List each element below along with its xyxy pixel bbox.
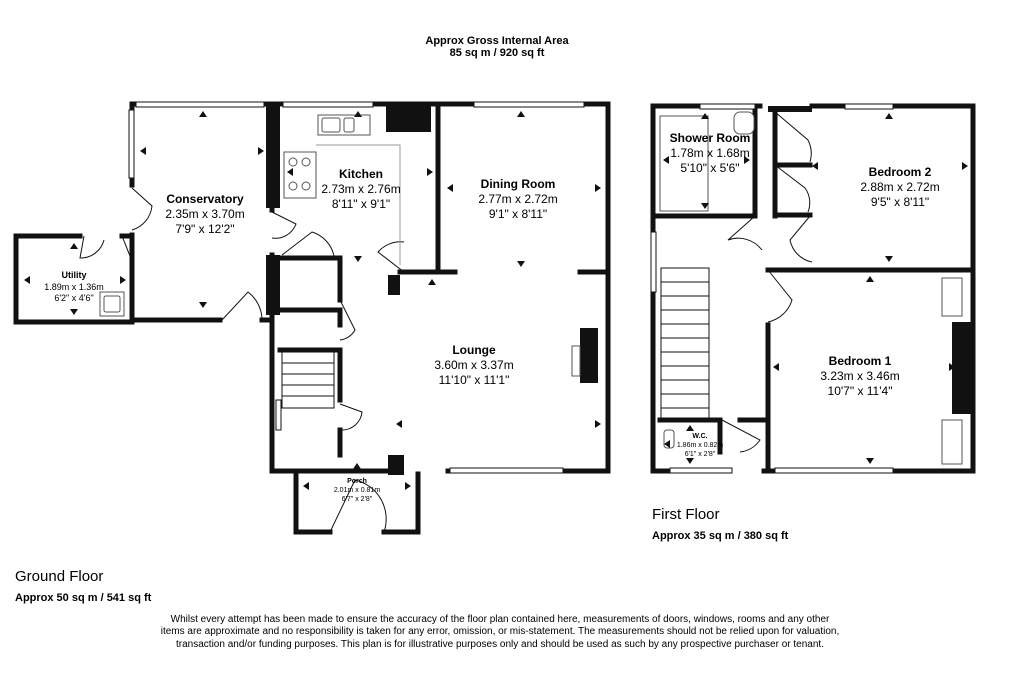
ground-doors <box>79 187 405 533</box>
utility-metric: 1.89m x 1.36m <box>44 282 104 292</box>
room-wc: W.C. 1.86m x 0.82m 6'1" x 2'8" <box>677 433 723 458</box>
ground-fixtures <box>99 114 581 377</box>
porch-metric: 2.01m x 0.81m <box>334 487 380 494</box>
bedroom-2-name: Bedroom 2 <box>869 165 932 179</box>
lounge-metric: 3.60m x 3.37m <box>434 358 513 372</box>
ground-dimension-arrows <box>24 111 601 490</box>
shower-room-metric: 1.78m x 1.68m <box>670 146 749 160</box>
room-bedroom-1: Bedroom 1 3.23m x 3.46m 10'7" x 11'4" <box>820 354 899 398</box>
room-lounge: Lounge 3.60m x 3.37m 11'10" x 11'1" <box>434 343 513 387</box>
wc-imperial: 6'1" x 2'8" <box>685 451 716 458</box>
room-bedroom-2: Bedroom 2 2.88m x 2.72m 9'5" x 8'11" <box>860 165 939 209</box>
kitchen-metric: 2.73m x 2.76m <box>321 182 400 196</box>
bedroom-2-metric: 2.88m x 2.72m <box>860 180 939 194</box>
ground-floor-title: Ground Floor <box>15 568 104 585</box>
gross-area-value: 85 sq m / 920 sq ft <box>449 47 545 59</box>
conservatory-name: Conservatory <box>166 192 244 206</box>
lounge-name: Lounge <box>452 343 496 357</box>
bedroom-1-name: Bedroom 1 <box>829 354 892 368</box>
room-shower-room: Shower Room 1.78m x 1.68m 5'10" x 5'6" <box>670 131 751 175</box>
bedroom-1-metric: 3.23m x 3.46m <box>820 369 899 383</box>
gross-area-header: Approx Gross Internal Area 85 sq m / 920… <box>362 35 632 59</box>
first-doors <box>721 111 813 453</box>
utility-name: Utility <box>61 270 86 280</box>
kitchen-name: Kitchen <box>339 167 383 181</box>
conservatory-imperial: 7'9" x 12'2" <box>175 222 234 236</box>
disclaimer-text: Whilst every attempt has been made to en… <box>160 614 840 650</box>
dining-room-metric: 2.77m x 2.72m <box>478 192 557 206</box>
porch-imperial: 6'7" x 2'8" <box>342 496 373 503</box>
ground-floor-windows <box>128 101 585 474</box>
shower-room-imperial: 5'10" x 5'6" <box>680 161 739 175</box>
porch-name: Porch <box>347 478 367 485</box>
first-floor-windows <box>650 103 894 474</box>
conservatory-metric: 2.35m x 3.70m <box>165 207 244 221</box>
ground-floor-area: Approx 50 sq m / 541 sq ft <box>15 592 152 604</box>
shower-room-name: Shower Room <box>670 131 751 145</box>
first-fixtures <box>659 111 963 465</box>
room-dining-room: Dining Room 2.77m x 2.72m 9'1" x 8'11" <box>478 177 557 221</box>
dining-room-imperial: 9'1" x 8'11" <box>489 207 547 221</box>
room-porch: Porch 2.01m x 0.81m 6'7" x 2'8" <box>334 478 380 503</box>
room-kitchen: Kitchen 2.73m x 2.76m 8'11" x 9'1" <box>321 167 400 211</box>
bedroom-2-imperial: 9'5" x 8'11" <box>871 195 929 209</box>
lounge-imperial: 11'10" x 11'1" <box>439 373 510 387</box>
wc-metric: 1.86m x 0.82m <box>677 442 723 449</box>
ground-stairs <box>281 351 335 409</box>
gross-area-title: Approx Gross Internal Area <box>425 35 569 47</box>
first-dimension-arrows <box>663 113 968 464</box>
utility-imperial: 6'2" x 4'6" <box>54 293 93 303</box>
first-floor-area: Approx 35 sq m / 380 sq ft <box>652 530 789 542</box>
first-floor-wall-blocks <box>768 106 974 414</box>
bedroom-1-imperial: 10'7" x 11'4" <box>828 384 893 398</box>
dining-room-name: Dining Room <box>481 177 556 191</box>
room-conservatory: Conservatory 2.35m x 3.70m 7'9" x 12'2" <box>165 192 244 236</box>
first-stairs <box>660 267 710 421</box>
first-floor-title: First Floor <box>652 506 720 523</box>
kitchen-imperial: 8'11" x 9'1" <box>332 197 390 211</box>
ground-floor-wall-blocks <box>266 104 598 475</box>
wc-name: W.C. <box>692 433 707 440</box>
room-utility: Utility 1.89m x 1.36m 6'2" x 4'6" <box>44 270 104 303</box>
